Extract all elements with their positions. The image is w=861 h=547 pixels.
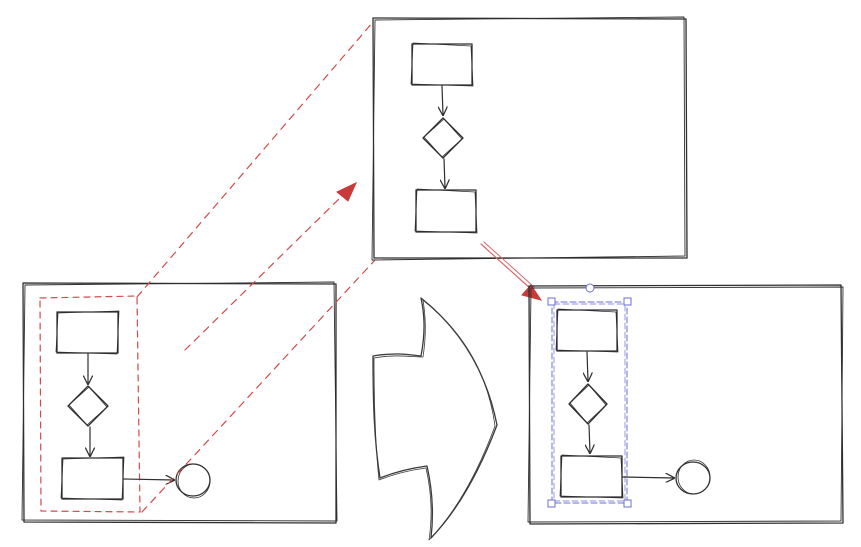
result-arrow-3 bbox=[622, 477, 674, 478]
zoom-link-bottom bbox=[141, 259, 376, 513]
curved-right-arrow-icon bbox=[372, 297, 498, 541]
source-terminal-circle bbox=[175, 463, 211, 499]
source-start-box bbox=[55, 310, 120, 355]
zoom-start-box bbox=[410, 42, 474, 87]
zoom-decision-diamond bbox=[422, 117, 464, 159]
square-handle-icon[interactable] bbox=[547, 297, 556, 306]
zoom-links bbox=[136, 21, 376, 513]
result-arrow-2 bbox=[589, 424, 590, 453]
square-handle-icon[interactable] bbox=[623, 297, 632, 306]
result-decision-diamond[interactable] bbox=[568, 383, 608, 425]
zoom-arrowhead-icon bbox=[336, 181, 358, 202]
square-handle-icon[interactable] bbox=[623, 499, 632, 508]
zoom-frame-border bbox=[371, 16, 688, 261]
square-handle-icon[interactable] bbox=[547, 499, 556, 508]
source-frame bbox=[21, 281, 338, 524]
zoom-arrow-1 bbox=[442, 85, 443, 115]
selection-bounding-box[interactable] bbox=[547, 283, 632, 508]
source-arrow-3 bbox=[123, 479, 174, 480]
result-end-box[interactable] bbox=[559, 454, 624, 499]
zoom-link-top bbox=[136, 21, 374, 298]
source-frame-border bbox=[21, 281, 338, 524]
result-terminal-circle[interactable] bbox=[675, 459, 711, 495]
result-start-box[interactable] bbox=[555, 308, 619, 353]
result-link bbox=[480, 241, 543, 301]
circle-handle-icon[interactable] bbox=[585, 283, 595, 293]
zoom-link-center bbox=[184, 195, 343, 351]
result-frame bbox=[527, 283, 844, 525]
source-selection-region bbox=[39, 295, 141, 513]
result-link-line bbox=[480, 243, 533, 291]
zoom-end-box bbox=[414, 188, 478, 234]
zoom-frame bbox=[371, 16, 688, 261]
zoom-arrow-2 bbox=[444, 158, 445, 188]
source-end-box bbox=[60, 456, 125, 501]
result-frame-border bbox=[527, 284, 844, 525]
result-arrow-1 bbox=[587, 351, 588, 381]
source-decision-diamond bbox=[67, 385, 109, 427]
result-arrowhead-icon bbox=[521, 284, 543, 301]
